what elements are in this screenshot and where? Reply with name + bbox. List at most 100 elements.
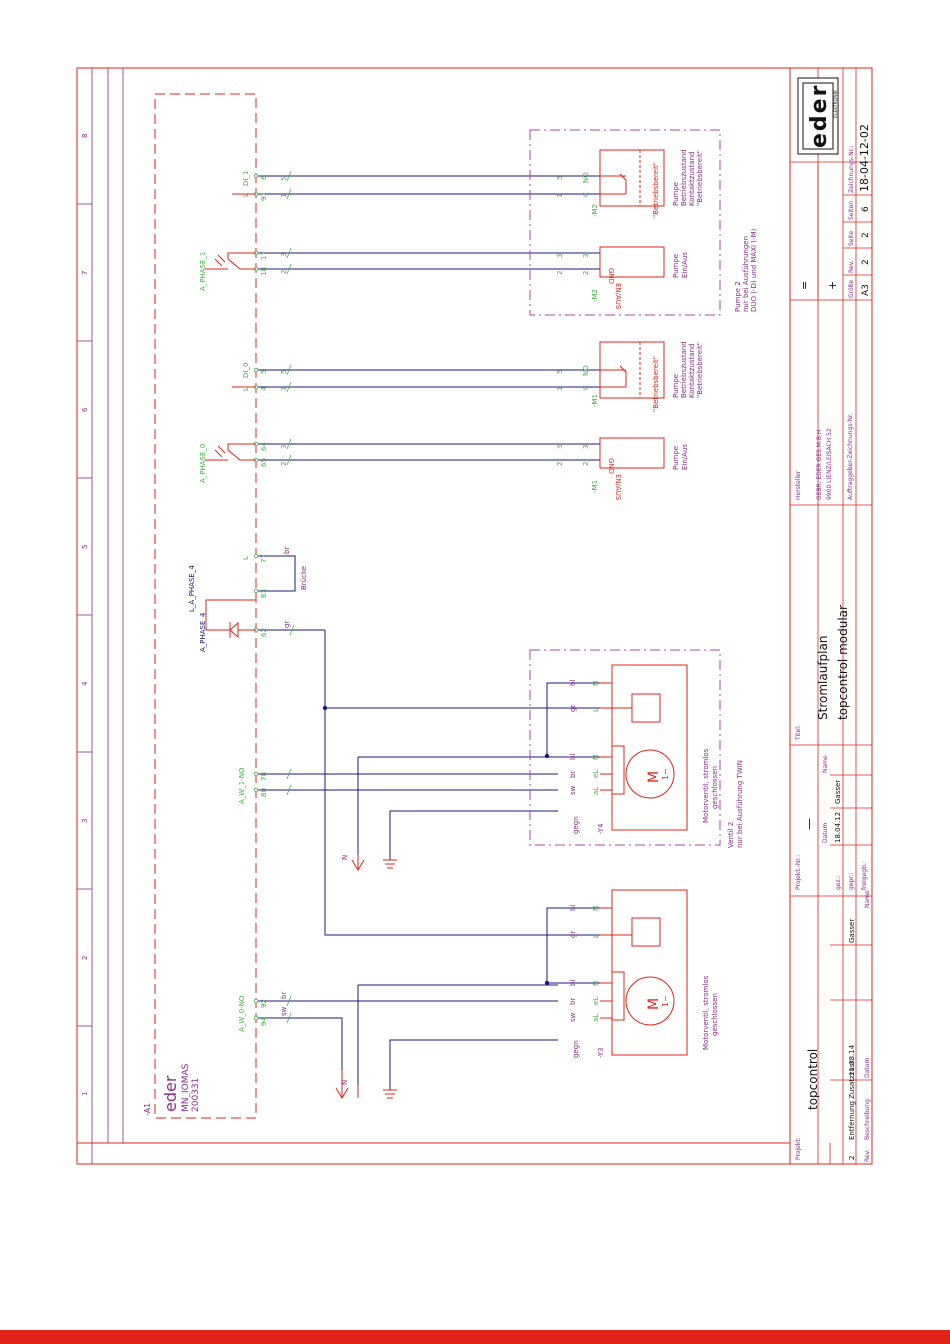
controller-model: MN_IOMAS [181,1063,191,1112]
pin-label: NO [582,172,590,183]
terminal-18: 18 [260,267,268,276]
signal-di1: DI_1 [242,171,250,186]
wire-number: 1 [280,387,288,391]
wire-ticks [286,170,295,1024]
pump-m1: -M1 2 3 2 3 1 5 C NO GND EN/AUS "Betrieb… [556,341,704,493]
relay-desc: Kontaktzustand [688,152,696,206]
signal-phase1: A_PHASE_1 [199,252,207,291]
twin-note: nur bei Ausführung TWIN [736,760,744,848]
wire-color: gegn [572,816,580,834]
tb-label: Rev. [864,1149,871,1162]
pump-tag: -M2 [591,289,599,302]
drawn-date: 18.04.12 [834,812,842,843]
wire-number: 3 [556,254,564,258]
eder-logo: eder ELEKTRONIK [797,77,839,155]
logo-text: eder [807,84,832,148]
relay-desc: Pumpe [672,182,680,206]
relay-desc: Kontaktzustand [688,344,696,398]
pin-label: L [592,934,600,938]
drawn-name: Gasser [834,780,842,804]
sheet-pages: 6 [861,206,871,212]
tb-label: Größe [848,280,855,298]
junction-dots [322,705,550,986]
wire-number: 5 [280,177,288,181]
tb-label: Projekt.-Nr.: [795,855,802,890]
wire-number: 5 [556,176,564,180]
tb-eq: = [798,281,811,290]
tb-label: Name [822,755,829,773]
pin-label: N [592,981,600,986]
pin-label: C [582,192,590,197]
terminal-80: 80 [260,788,268,797]
revision-name: Gasser [848,919,856,943]
pump-tag: -M1 [591,394,599,407]
relay-status: "Betriebsbereit" [652,162,660,218]
wire-number: 3 [280,445,288,449]
wire-color: sw [569,785,577,795]
wire-color: sw [569,1012,577,1022]
pin-label: N [592,681,600,686]
title-block [790,68,872,1164]
neutral-label: N [341,855,349,860]
motor-label: M [646,998,662,1010]
tb-label: Beschreibung [864,1099,871,1140]
signal-aw0-no: A_W_0-NO [238,978,246,1015]
wire-color: br [569,771,577,778]
pin-label: 3 [582,254,590,258]
wire-color: br [280,765,288,772]
pump-desc: Ein/Aus [681,444,689,470]
project-number: — [802,818,816,830]
controller-brand: eder [161,1075,180,1112]
wire-number: 5 [556,370,564,374]
tb-label: Zeichnungs-Nr.: [848,146,855,193]
pump2-note: nur bei Ausführungen [742,236,750,312]
revision-number: 2 [848,1156,856,1160]
wire-color: br [569,998,577,1005]
pin-label: eL [592,770,600,778]
terminal-94: 94 [260,1017,268,1026]
pump-tag: -M1 [591,480,599,493]
pump-desc: Pumpe [672,446,680,470]
relay-status: "Betriebsbereit" [652,356,660,412]
tb-plus: + [826,281,839,290]
wire-color: br [283,547,291,554]
terminal-77: 77 [260,554,268,563]
pump-m2: -M2 -M2 -M1 2 3 2 3 1 5 C NO GND EN/AUS … [529,129,758,407]
pump-pin-en-aus: EN/AUS [614,474,622,501]
pin-label: C [582,385,590,390]
pump-pin-en-aus: EN/AUS [614,283,622,310]
tb-label: Auftraggeber-Zeichnungs-Nr. [847,413,854,500]
valve-y3-tag: -Y3 [597,1048,605,1058]
tb-label: Datum [822,823,829,843]
tb-label: Hersteller [795,470,802,500]
pump-pin: EN/AUS [607,248,615,275]
wire-number: 3 [280,253,288,257]
drawing-title: Stromlaufplan [816,636,830,720]
column-grid [77,68,124,1164]
terminal-5: 5 [260,370,268,374]
tb-label: Name [864,890,871,908]
wire-number: 2 [280,270,288,274]
terminal-62: 62 [260,628,268,637]
valve-y4: -Y4 gegn sw br bl gr bl Motorventil, str… [529,649,744,848]
motor-label: M [646,771,662,783]
wire-color: gr [569,931,577,938]
ground-icon [383,859,397,1099]
tb-label: gepr.: [848,873,855,890]
revision-date: 11.08.14 [848,1044,856,1076]
sheet-rev: 2 [861,259,871,265]
signal-phase0: A_PHASE_0 [199,444,207,483]
wire-number: 1 [280,194,288,198]
wire-number: 3 [556,445,564,449]
valve-y3: -Y3 gegn sw br bl gr bl Motorventil, str… [569,889,719,1058]
drawing-number: 18-04-12-02 [858,124,871,192]
tb-label: Projekt: [795,1137,802,1160]
terminal-64: 64 [260,442,268,451]
wire-color: gr [569,705,577,712]
pin-label: L [592,708,600,712]
output-relay-symbol [205,193,256,461]
wiring [256,175,608,1090]
tb-label: Rev. [848,260,855,273]
pin-label: aL [592,787,600,795]
